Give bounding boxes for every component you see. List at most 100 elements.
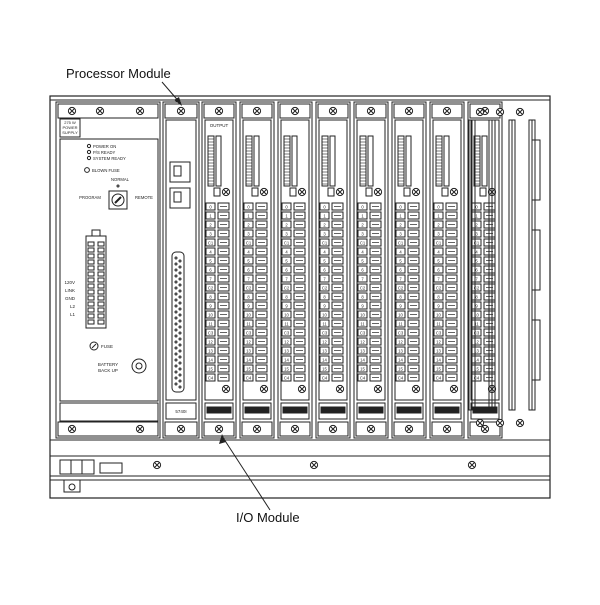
channel-label-box — [281, 247, 292, 256]
connector-pin — [178, 283, 182, 287]
channel-label: 13 — [208, 349, 213, 354]
connector-pin — [174, 262, 178, 266]
battery-label: BACK UP — [98, 368, 118, 373]
channel-label: C3 — [246, 331, 252, 336]
screw-slot — [223, 189, 229, 195]
channel-label-box — [243, 292, 254, 301]
channel-label: 10 — [474, 313, 479, 318]
channel-label: 9 — [323, 304, 326, 309]
connector-pin — [174, 334, 178, 338]
channel-label-box — [319, 256, 330, 265]
io-small-terminal — [441, 187, 449, 197]
channel-label-box — [205, 202, 216, 211]
channel-label: 0 — [399, 205, 402, 210]
channel-label-box — [319, 247, 330, 256]
channel-label: 2 — [399, 223, 402, 228]
screw-icon — [176, 106, 186, 116]
channel-label: 8 — [247, 295, 250, 300]
channel-label: 4 — [209, 250, 212, 255]
channel-label: 12 — [208, 340, 213, 345]
channel-label-box — [319, 373, 330, 382]
indicator-led-icon — [86, 143, 92, 149]
channel-label: 3 — [437, 232, 440, 237]
terminal-screw-icon — [97, 295, 105, 301]
channel-label-box — [357, 301, 368, 310]
screw-icon — [252, 106, 262, 116]
channel-label-box — [395, 373, 406, 382]
channel-label-box — [319, 328, 330, 337]
channel-label: C4 — [246, 376, 252, 381]
channel-label-box — [205, 256, 216, 265]
screw-slot — [137, 108, 143, 114]
ps-bottom-bar — [57, 421, 159, 437]
channel-label: C3 — [360, 331, 366, 336]
channel-label: C4 — [436, 376, 442, 381]
screw-slot — [223, 386, 229, 392]
io-leader-line — [221, 435, 271, 511]
channel-label: 13 — [360, 349, 365, 354]
channel-label: C3 — [284, 331, 290, 336]
slot-screw-icon — [515, 107, 525, 117]
channel-label-box — [205, 274, 216, 283]
channel-label: 13 — [474, 349, 479, 354]
channel-label: 8 — [323, 295, 326, 300]
channel-label: C3 — [208, 331, 214, 336]
channel-label: 10 — [208, 313, 213, 318]
channel-label-box — [281, 373, 292, 382]
ps-face — [59, 138, 159, 402]
screw-slot — [330, 108, 336, 114]
io-module-frame — [315, 101, 351, 439]
io-led-strip — [321, 135, 329, 187]
channel-label: 1 — [399, 214, 402, 219]
indicator-led-icon — [86, 155, 92, 161]
io-module-frame — [353, 101, 389, 439]
indicator-led-icon — [86, 149, 92, 155]
io-terminal-screw-icon — [259, 384, 269, 394]
cpu-label-area — [165, 402, 197, 420]
channel-label-box — [357, 346, 368, 355]
channel-label: 15 — [208, 367, 213, 372]
channel-label: 7 — [209, 277, 212, 282]
channel-label: 4 — [475, 250, 478, 255]
channel-label: 7 — [437, 277, 440, 282]
channel-label-box — [281, 220, 292, 229]
channel-label: C4 — [474, 376, 480, 381]
screw-slot — [261, 189, 267, 195]
io-terminal-screw-icon — [411, 384, 421, 394]
screw-slot — [368, 108, 374, 114]
connector-pin — [178, 295, 182, 299]
channel-label-box — [395, 346, 406, 355]
connector-pin — [174, 376, 178, 380]
connector-pin — [174, 322, 178, 326]
screw-slot — [517, 420, 523, 426]
channel-label-box — [433, 229, 444, 238]
channel-label-box — [205, 211, 216, 220]
terminal-label: GND — [65, 296, 76, 301]
channel-label-box — [243, 229, 254, 238]
channel-label-box — [395, 256, 406, 265]
connector-pin — [178, 337, 182, 341]
terminal-screw-icon — [97, 259, 105, 265]
channel-label: 15 — [284, 367, 289, 372]
channel-label-box — [243, 346, 254, 355]
channel-label-box — [243, 355, 254, 364]
channel-label-box — [281, 202, 292, 211]
channel-label: 10 — [284, 313, 289, 318]
io-maker-badge — [206, 406, 232, 414]
channel-label: C1 — [474, 241, 480, 246]
ps-top-bar — [57, 103, 159, 119]
terminal-screw-icon — [87, 277, 95, 283]
channel-label: 7 — [361, 277, 364, 282]
channel-label: 10 — [398, 313, 403, 318]
terminal-label: L1 — [70, 312, 76, 317]
channel-label-box — [433, 292, 444, 301]
channel-label: C2 — [436, 286, 442, 291]
io-module-callout: I/O Module — [236, 510, 300, 525]
screw-slot — [261, 386, 267, 392]
channel-label-box — [395, 328, 406, 337]
channel-label: 8 — [399, 295, 402, 300]
connector-pin — [178, 271, 182, 275]
io-label-area — [204, 402, 234, 420]
channel-label-box — [205, 346, 216, 355]
screw-slot — [517, 109, 523, 115]
